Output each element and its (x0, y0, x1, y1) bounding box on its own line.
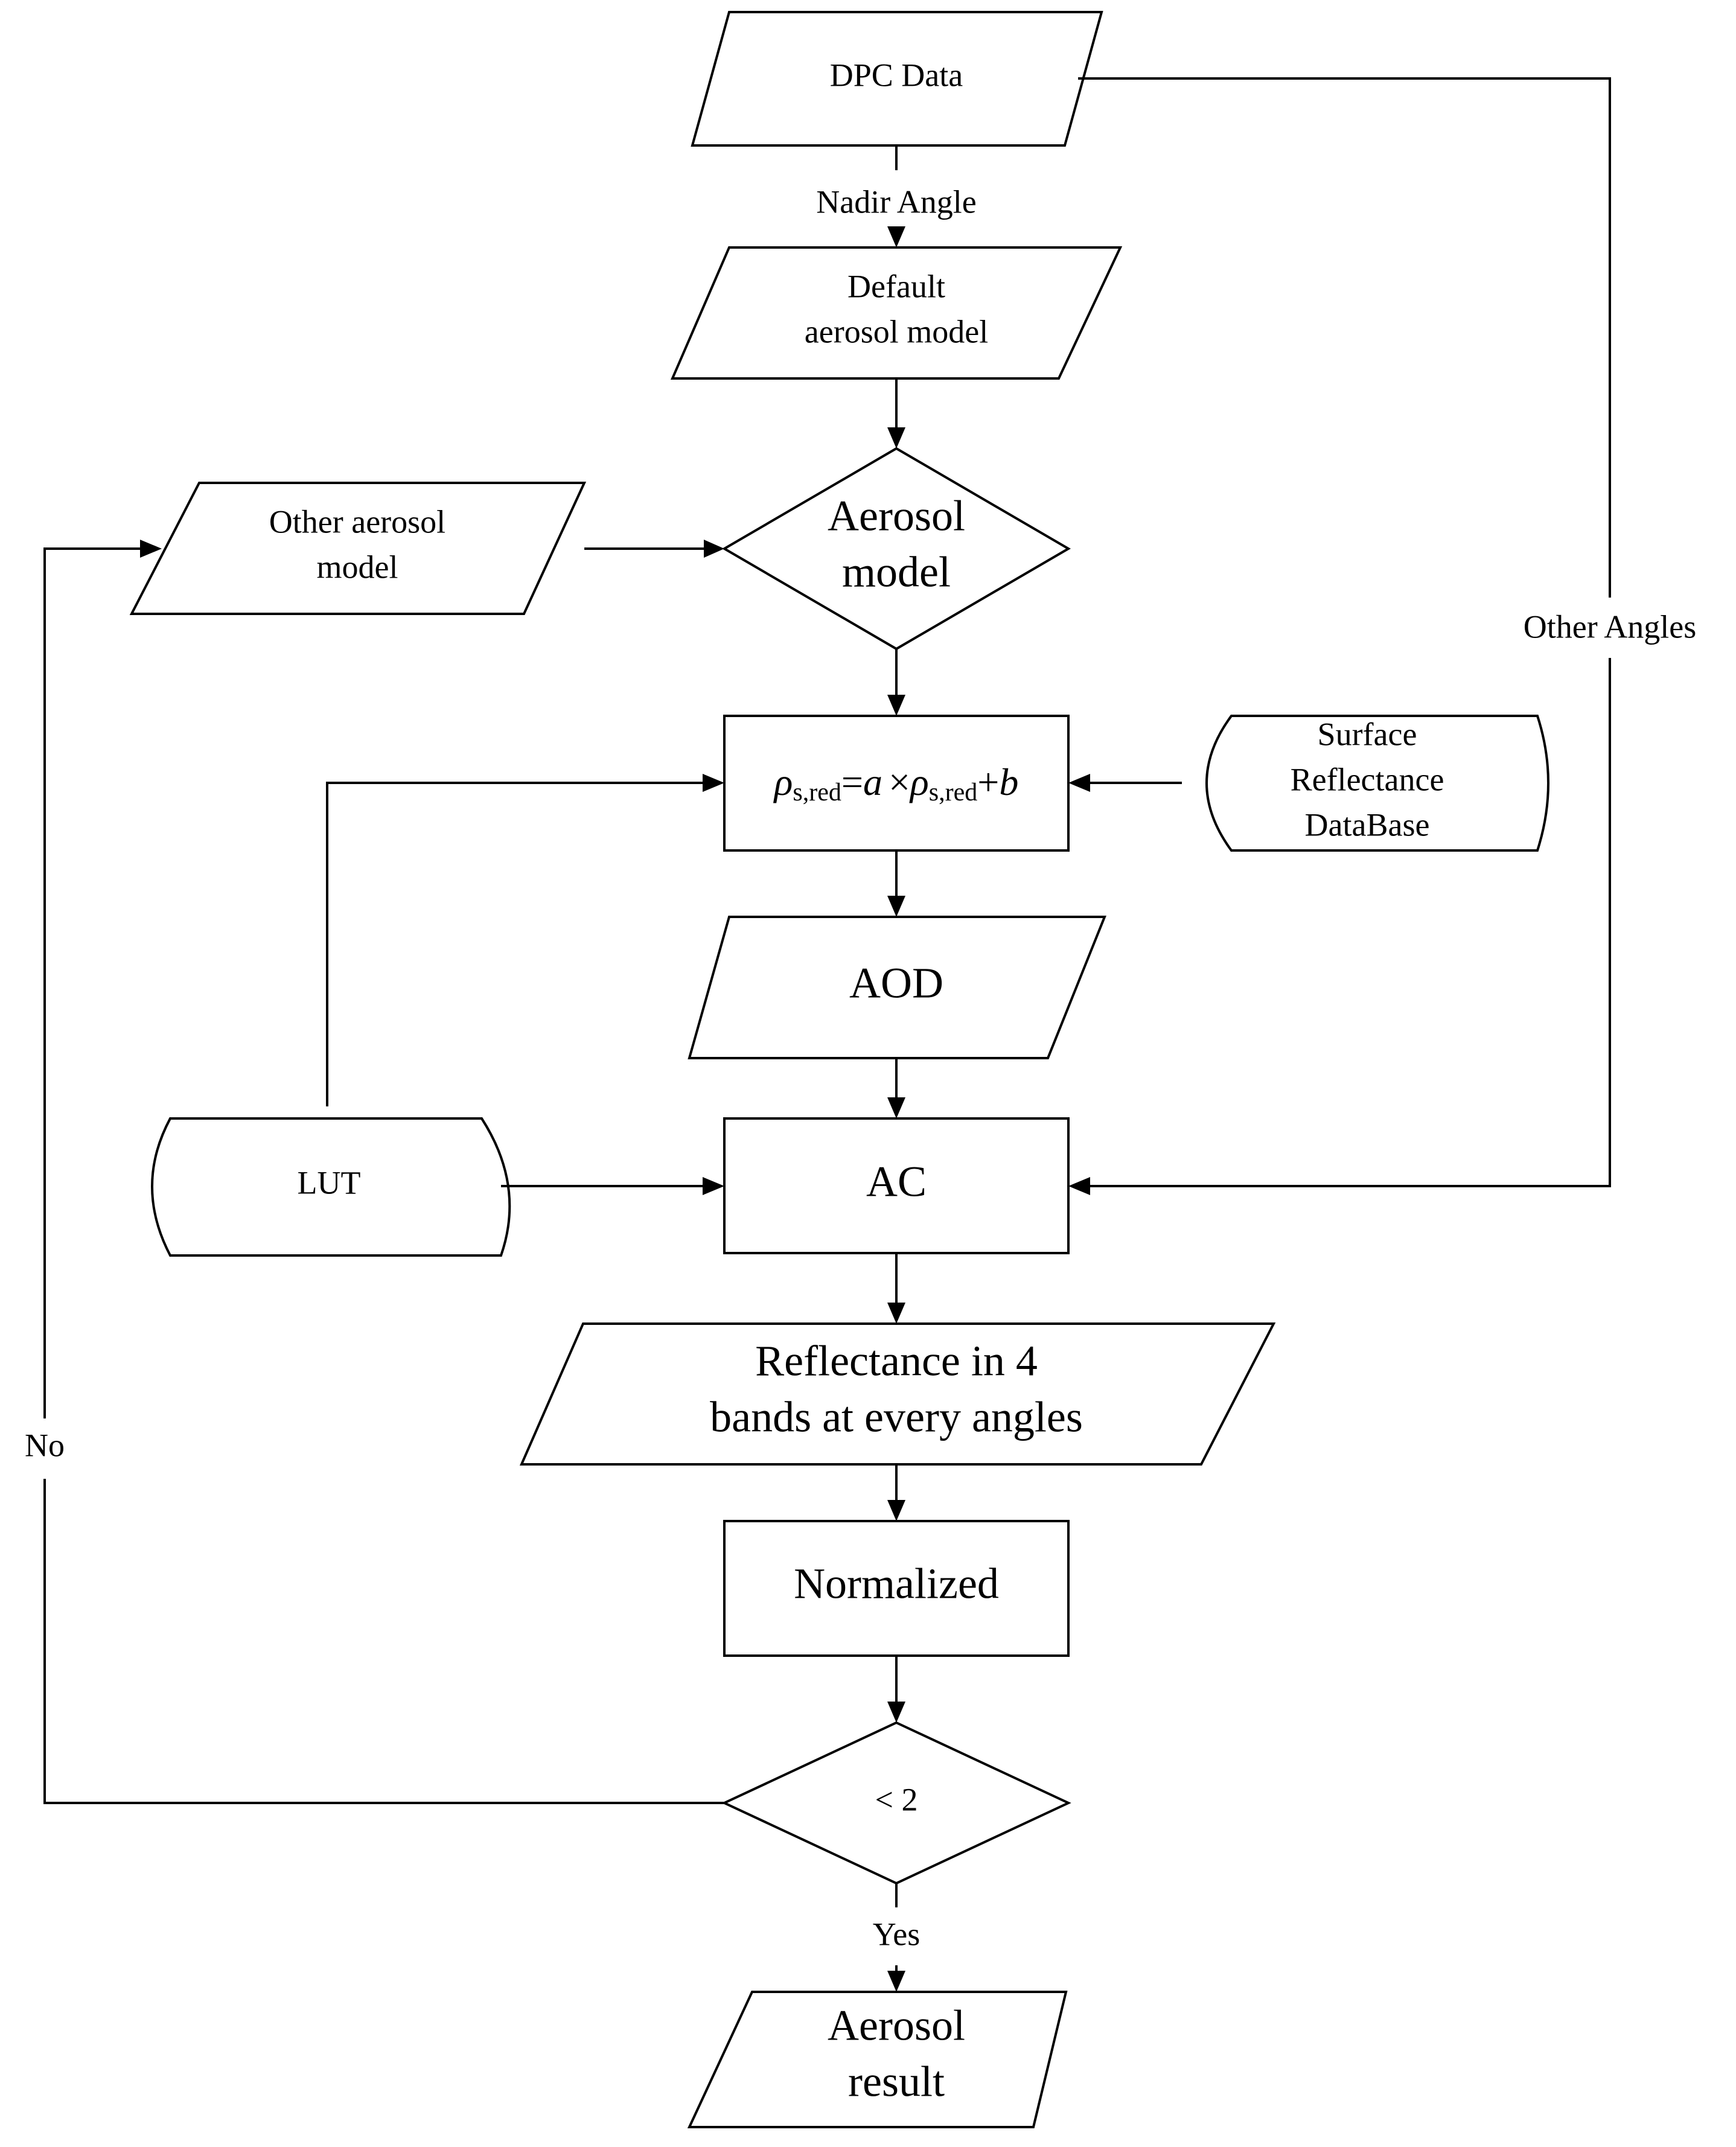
arrow-to-decision (887, 1702, 905, 1723)
surface-db-label-2: Reflectance (1291, 761, 1444, 797)
arrow-heads (140, 226, 1090, 1992)
lut-shape (151, 1117, 511, 1257)
normalized-process-box (723, 1520, 1070, 1657)
reflectance-label-2: bands at every angles (710, 1393, 1083, 1441)
surface-db-label-1: Surface (1318, 716, 1417, 752)
surface-db-shape (1205, 715, 1549, 852)
yes-label: Yes (873, 1916, 921, 1952)
default-model-label-2: aerosol model (805, 313, 988, 349)
arrow-lut-to-formula (703, 774, 724, 792)
formula-eq: = (841, 761, 863, 803)
formula-plus: + (977, 761, 999, 803)
no-label: No (25, 1427, 65, 1463)
formula-process-box (723, 715, 1070, 852)
other-angles-label: Other Angles (1524, 608, 1696, 645)
aod-label: AOD (849, 959, 943, 1007)
formula-b: b (999, 761, 1018, 803)
arrow-to-reflectance (887, 1303, 905, 1324)
arrow-to-formula (887, 695, 905, 716)
arrow-other-to-aerosol (704, 540, 724, 558)
arrow-no-to-other-model (140, 540, 162, 558)
dpc-data-label: DPC Data (830, 57, 963, 93)
aerosol-result-label-1: Aerosol (828, 2002, 965, 2050)
lut-label: LUT (298, 1164, 361, 1201)
arrow-angles-to-ac (1068, 1177, 1090, 1195)
formula-sub-2: s,red (929, 779, 977, 806)
formula-sub-1: s,red (793, 779, 841, 806)
aerosol-result-label-2: result (848, 2058, 945, 2106)
arrow-to-result (887, 1971, 905, 1992)
ac-label: AC (866, 1158, 927, 1206)
arrow-to-ac (887, 1097, 905, 1118)
reflectance-label-1: Reflectance in 4 (755, 1337, 1038, 1385)
other-model-shape (129, 482, 587, 615)
nadir-angle-label: Nadir Angle (816, 183, 976, 220)
surface-db-label-3: DataBase (1305, 806, 1430, 843)
default-model-shape (670, 246, 1123, 380)
normalized-label: Normalized (794, 1560, 999, 1608)
formula-label: ρs,red=a×ρs,red+b (773, 761, 1019, 806)
decision-label: < 2 (875, 1781, 918, 1817)
dpc-data-shape (691, 11, 1103, 147)
formula-rho-1: ρ (773, 761, 793, 803)
arrow-to-aerosol-model (887, 427, 905, 448)
other-model-label-2: model (317, 549, 398, 585)
other-model-label-1: Other aerosol (269, 503, 445, 540)
connectors (43, 77, 1611, 1971)
formula-times: × (889, 761, 910, 803)
arrow-lut-to-ac (703, 1177, 724, 1195)
arrow-to-default-model (887, 226, 905, 247)
default-model-label-1: Default (847, 268, 945, 304)
aerosol-model-label-1: Aerosol (828, 492, 965, 540)
aod-shape (688, 916, 1106, 1059)
reflectance-shape (519, 1322, 1276, 1466)
arrow-db-to-formula (1068, 774, 1090, 792)
arrow-to-aod (887, 896, 905, 917)
aerosol-result-shape (687, 1991, 1068, 2128)
formula-rho-2: ρ (909, 761, 929, 803)
formula-a: a (863, 761, 882, 803)
aerosol-model-label-2: model (842, 548, 951, 596)
arrow-to-normalized (887, 1500, 905, 1521)
